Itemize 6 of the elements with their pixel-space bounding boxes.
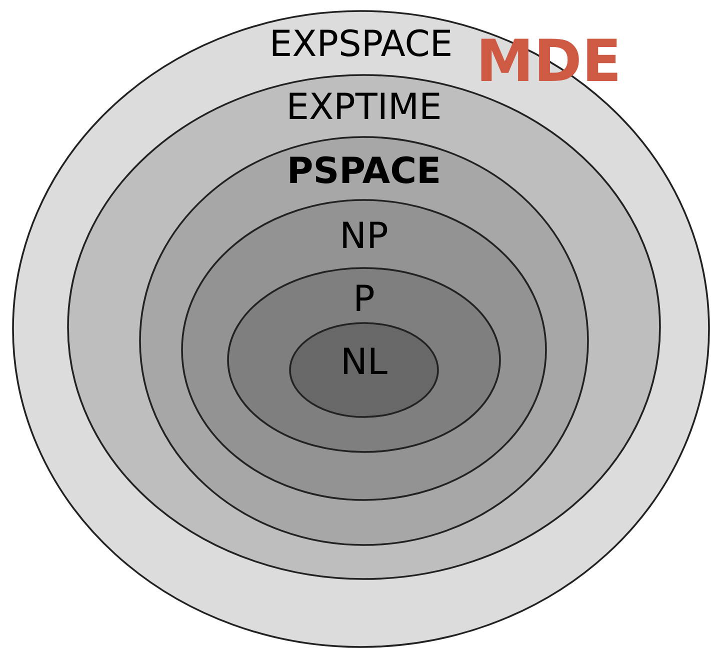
class-label: EXPSPACE [269, 23, 453, 67]
class-label: PSPACE [286, 150, 442, 194]
class-label: EXPTIME [286, 86, 442, 130]
class-label: NL [340, 341, 388, 385]
class-label: NP [340, 215, 388, 259]
class-label: P [353, 278, 375, 322]
